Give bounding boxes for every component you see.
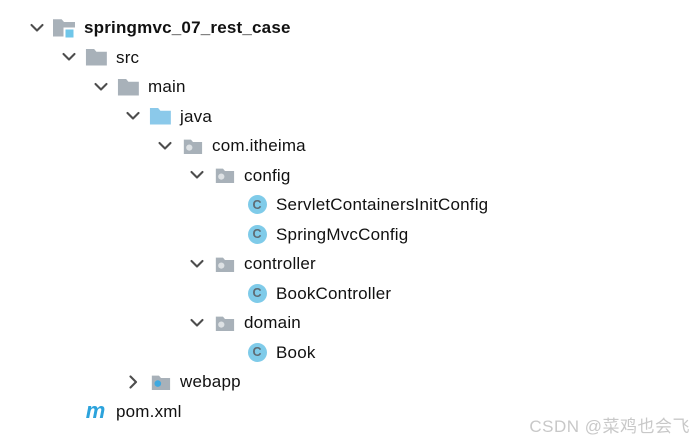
package-icon xyxy=(212,311,238,335)
package-icon xyxy=(212,252,238,276)
class-badge-letter: C xyxy=(247,283,267,303)
tree-item-label: BookController xyxy=(276,283,392,303)
source-folder-icon xyxy=(148,104,174,128)
tree-item-label: SpringMvcConfig xyxy=(276,224,409,244)
tree-row-src[interactable]: src xyxy=(0,43,698,73)
tree-item-label: java xyxy=(180,106,212,126)
tree-item-label: Book xyxy=(276,342,316,362)
chevron-spacer xyxy=(56,402,82,420)
chevron-down-icon[interactable] xyxy=(184,314,210,332)
tree-row-webapp[interactable]: webapp xyxy=(0,367,698,397)
project-folder-icon xyxy=(52,16,78,40)
tree-row-bookcontroller[interactable]: C BookController xyxy=(0,279,698,309)
class-badge-letter: C xyxy=(247,342,267,362)
chevron-down-icon[interactable] xyxy=(88,78,114,96)
chevron-right-icon[interactable] xyxy=(120,373,146,391)
tree-row-pom-xml[interactable]: m pom.xml xyxy=(0,397,698,427)
chevron-down-icon[interactable] xyxy=(24,19,50,37)
class-icon: C xyxy=(244,193,270,217)
tree-item-label: main xyxy=(148,77,186,97)
chevron-spacer xyxy=(216,284,242,302)
tree-item-label: domain xyxy=(244,313,301,333)
chevron-spacer xyxy=(216,343,242,361)
tree-row-domain[interactable]: domain xyxy=(0,308,698,338)
folder-icon xyxy=(116,75,142,99)
watermark-text: CSDN @菜鸡也会飞 xyxy=(529,417,690,436)
tree-row-main[interactable]: main xyxy=(0,72,698,102)
class-icon: C xyxy=(244,281,270,305)
tree-row-config[interactable]: config xyxy=(0,161,698,191)
tree-row-springmvcconfig[interactable]: C SpringMvcConfig xyxy=(0,220,698,250)
tree-item-label: webapp xyxy=(180,372,241,392)
tree-item-label: controller xyxy=(244,254,316,274)
maven-icon: m xyxy=(85,398,106,424)
class-icon: C xyxy=(244,340,270,364)
tree-item-label: ServletContainersInitConfig xyxy=(276,195,489,215)
chevron-down-icon[interactable] xyxy=(56,48,82,66)
chevron-down-icon[interactable] xyxy=(184,255,210,273)
tree-row-com-itheima[interactable]: com.itheima xyxy=(0,131,698,161)
tree-item-label: springmvc_07_rest_case xyxy=(84,18,291,38)
chevron-down-icon[interactable] xyxy=(184,166,210,184)
class-icon: C xyxy=(244,222,270,246)
web-folder-icon xyxy=(148,370,174,394)
tree-row-servletcontainersinitconfig[interactable]: C ServletContainersInitConfig xyxy=(0,190,698,220)
folder-icon xyxy=(84,45,110,69)
tree-item-label: pom.xml xyxy=(116,401,182,421)
package-icon xyxy=(212,163,238,187)
chevron-spacer xyxy=(216,196,242,214)
tree-item-label: com.itheima xyxy=(212,136,306,156)
tree-row-springmvc-07-rest-case[interactable]: springmvc_07_rest_case xyxy=(0,13,698,43)
chevron-down-icon[interactable] xyxy=(120,107,146,125)
tree-row-book[interactable]: C Book xyxy=(0,338,698,368)
chevron-down-icon[interactable] xyxy=(152,137,178,155)
tree-row-java[interactable]: java xyxy=(0,102,698,132)
package-icon xyxy=(180,134,206,158)
class-badge-letter: C xyxy=(247,224,267,244)
chevron-spacer xyxy=(216,225,242,243)
tree-row-controller[interactable]: controller xyxy=(0,249,698,279)
tree-item-label: config xyxy=(244,165,291,185)
tree-item-label: src xyxy=(116,47,140,67)
class-badge-letter: C xyxy=(247,195,267,215)
